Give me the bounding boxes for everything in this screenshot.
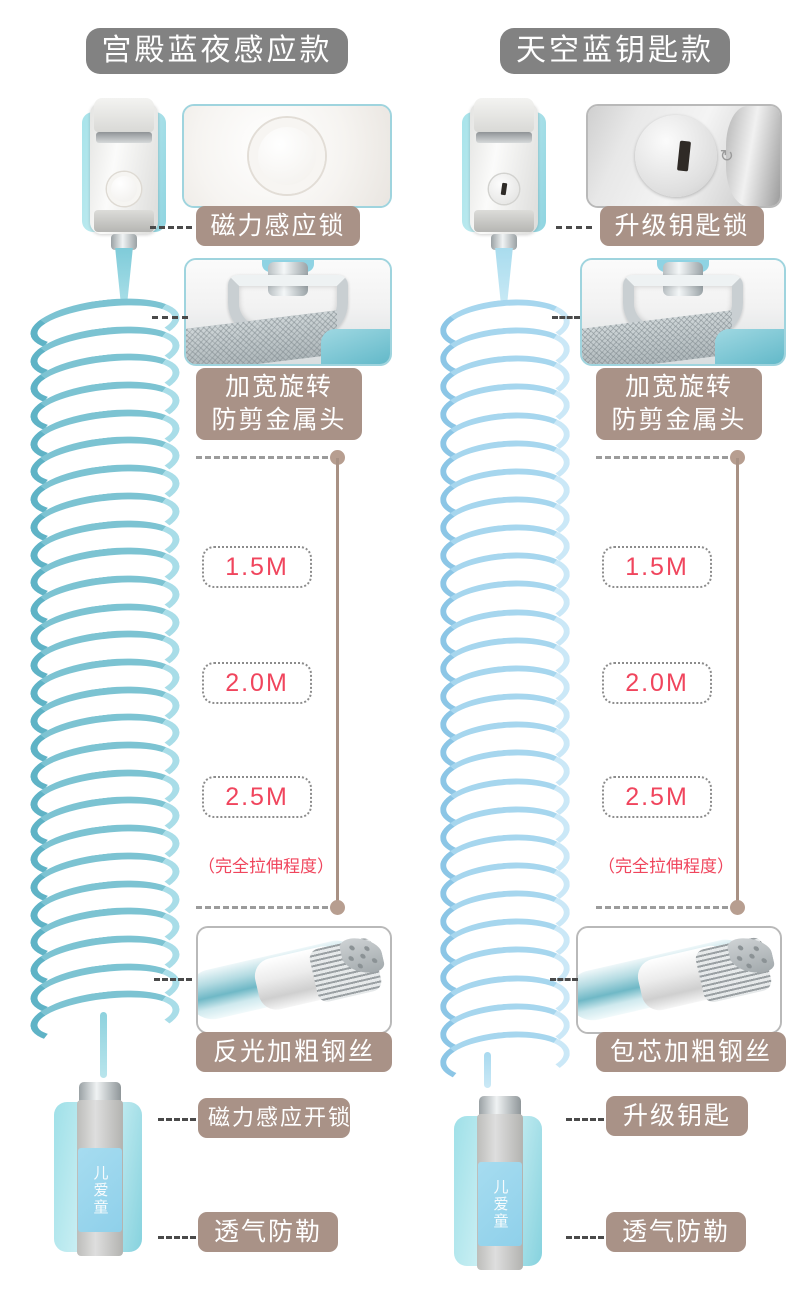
connector-dash — [552, 316, 580, 319]
callout-wire-right: 包芯加粗钢丝 — [596, 1032, 786, 1072]
header-pill-left: 宫殿蓝夜感应款 — [86, 28, 348, 74]
bracket-dash-top — [196, 456, 328, 459]
buckle-flap — [474, 98, 534, 132]
teal-accent — [715, 328, 784, 364]
connector-dash — [152, 316, 188, 319]
bracket-line — [736, 458, 739, 906]
buckle-lower-band — [474, 210, 534, 232]
bracket-dash-bottom — [596, 906, 728, 909]
keyhole-icon — [489, 174, 519, 204]
wire-photo-left — [196, 926, 392, 1034]
metal-swivel-hook-icon — [582, 260, 784, 364]
connector-dash — [154, 978, 192, 981]
swivel-joint — [491, 234, 517, 250]
callout-clasp-left: 加宽旋转 防剪金属头 — [196, 368, 362, 440]
measure-badge-2-left: 2.0M — [202, 662, 312, 704]
callout-unlock-left: 磁力感应开锁 — [198, 1098, 350, 1138]
mesh-strap — [186, 310, 337, 364]
connector-dash — [150, 226, 192, 229]
cable-tail-right — [484, 1052, 491, 1088]
callout-unlock-right: 升级钥匙 — [606, 1096, 748, 1136]
wire-photo-right — [576, 926, 782, 1034]
buckle-slot — [476, 132, 532, 143]
bracket-dot-bottom — [730, 900, 745, 915]
rotate-arrow-icon: ↻ — [719, 146, 734, 166]
callout-clasp-line1: 加宽旋转 — [224, 373, 333, 401]
measure-badge-2-right: 2.0M — [602, 662, 712, 704]
measure-badge-1-left: 1.5M — [202, 546, 312, 588]
cable-cone — [495, 248, 513, 304]
clasp-photo-left — [184, 258, 392, 366]
buckle-flap — [94, 98, 154, 132]
lock-ring — [249, 118, 325, 194]
cable-tail-left — [100, 1012, 107, 1078]
measure-note-right: （完全拉伸程度） — [598, 857, 734, 876]
bracket-dash-bottom — [196, 906, 328, 909]
mesh-strap — [582, 310, 732, 364]
brand-plate: 儿爱童 — [78, 1148, 122, 1232]
connector-dash — [158, 1236, 196, 1239]
brand-text: 儿爱童 — [491, 1178, 509, 1230]
bracket-dot-top — [330, 450, 345, 465]
magnetic-dial-icon — [107, 172, 141, 206]
measure-badge-3-left: 2.5M — [202, 776, 312, 818]
bracket-dash-top — [596, 456, 728, 459]
callout-wire-left: 反光加粗钢丝 — [196, 1032, 392, 1072]
measure-badge-3-right: 2.5M — [602, 776, 712, 818]
bracket-dot-bottom — [330, 900, 345, 915]
lock-edge — [726, 106, 780, 206]
cable-cone — [115, 248, 133, 304]
steel-wire-icon — [578, 928, 780, 1032]
callout-lock-left: 磁力感应锁 — [196, 206, 360, 246]
brand-plate: 儿爱童 — [478, 1162, 522, 1246]
teal-accent — [320, 328, 390, 364]
swivel-joint — [111, 234, 137, 250]
connector-dash — [566, 1118, 604, 1121]
callout-clasp-line2: 防剪金属头 — [611, 406, 747, 434]
steel-wire-icon — [198, 928, 390, 1032]
callout-clasp-right: 加宽旋转 防剪金属头 — [596, 368, 762, 440]
metal-swivel-hook-icon — [186, 260, 390, 364]
coiled-cable-left — [27, 291, 183, 1053]
connector-dash — [566, 1236, 604, 1239]
callout-strap-right: 透气防勒 — [606, 1212, 746, 1252]
key-lock-icon: ↻ — [588, 106, 780, 206]
connector-dash — [158, 1118, 196, 1121]
brand-text: 儿爱童 — [91, 1164, 109, 1216]
measure-badge-1-right: 1.5M — [602, 546, 712, 588]
bracket-dot-top — [730, 450, 745, 465]
key-disc — [635, 115, 718, 197]
lock-photo-left — [182, 104, 392, 208]
callout-clasp-line1: 加宽旋转 — [624, 373, 733, 401]
coiled-cable-right — [437, 294, 573, 1090]
lock-photo-right: ↻ — [586, 104, 782, 208]
buckle-slot — [96, 132, 152, 143]
callout-strap-left: 透气防勒 — [198, 1212, 338, 1252]
buckle-lower-band — [94, 210, 154, 232]
connector-dash — [550, 978, 578, 981]
bracket-line — [336, 458, 339, 906]
callout-lock-right: 升级钥匙锁 — [600, 206, 764, 246]
callout-clasp-line2: 防剪金属头 — [211, 406, 347, 434]
magnetic-lock-icon — [184, 106, 390, 206]
clasp-photo-right — [580, 258, 786, 366]
measure-note-left: （完全拉伸程度） — [198, 857, 334, 876]
header-pill-right: 天空蓝钥匙款 — [500, 28, 730, 74]
connector-dash — [556, 226, 592, 229]
